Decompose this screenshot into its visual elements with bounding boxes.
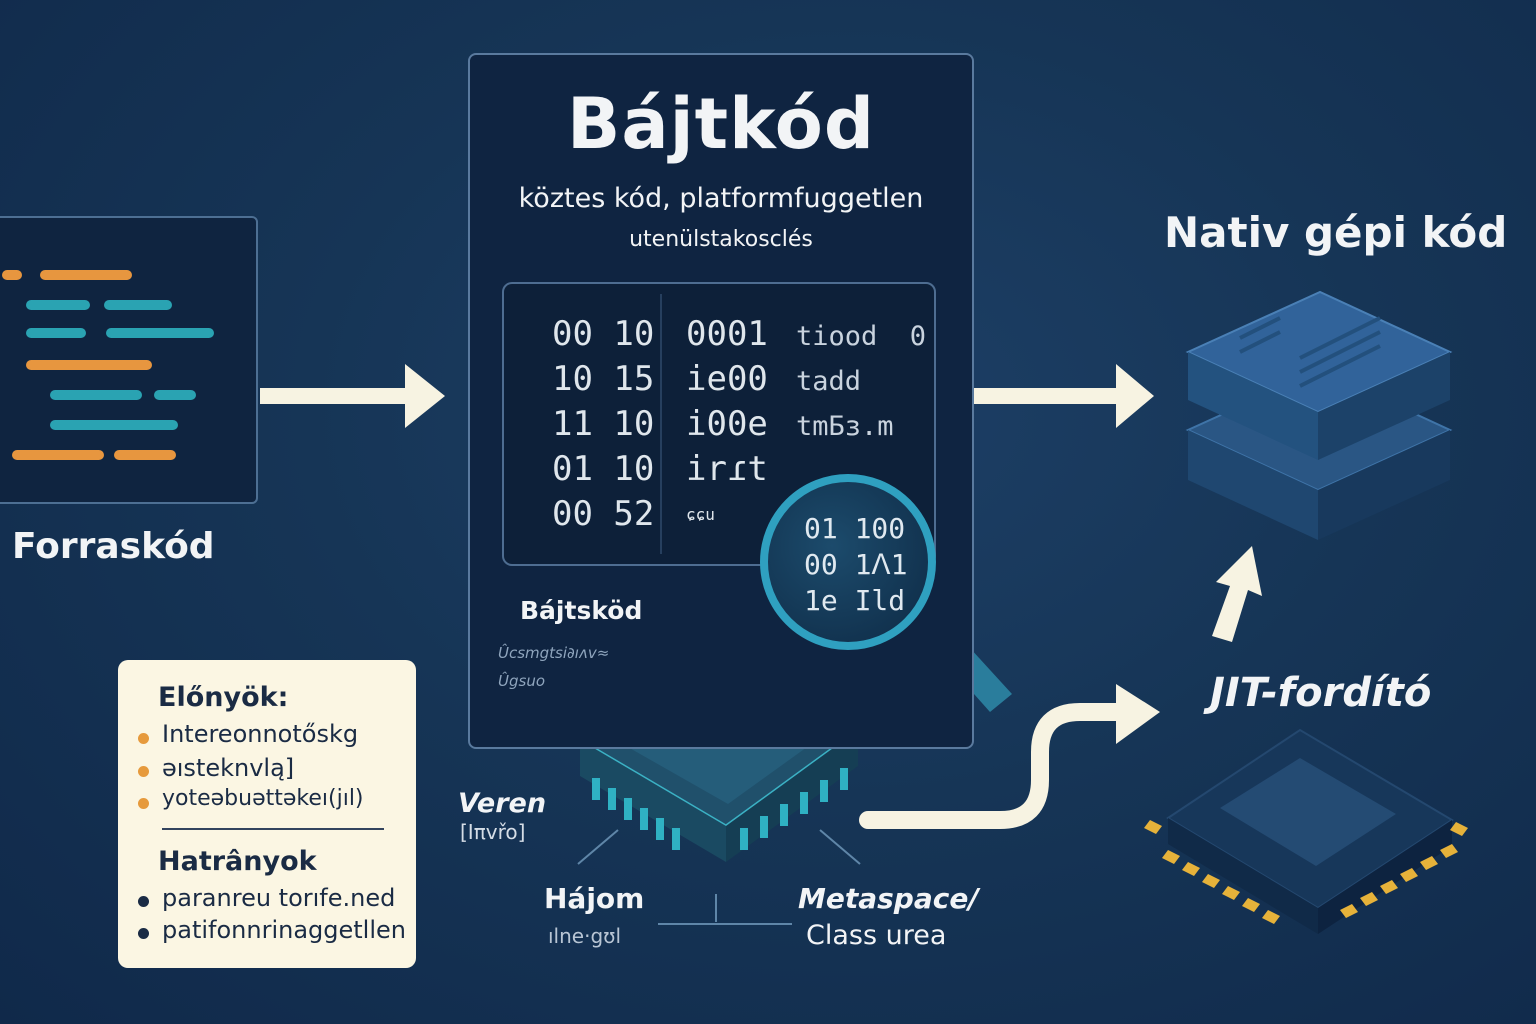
bytecode-note: Ûgsuo	[498, 672, 545, 690]
code-line	[40, 270, 132, 280]
bullet-icon	[138, 798, 149, 809]
bytecode-instruction: tiood 0	[796, 321, 927, 352]
heap-sublabel: ılne·gʊl	[548, 924, 622, 948]
jit-chip-icon	[1144, 728, 1468, 934]
bytecode-value: ie00	[686, 359, 768, 399]
magnifier-icon: 01 100 00 1ᐱ1 1e Ild	[760, 474, 936, 650]
bytecode-value: 01 10	[552, 449, 655, 489]
magnified-value: 00 1ᐱ1	[804, 548, 908, 581]
jit-compiler-label: JIT-fordító	[1210, 670, 1432, 716]
code-line	[26, 300, 90, 310]
bytecode-value: irɾt	[686, 449, 768, 489]
card-divider	[162, 828, 384, 830]
bytecode-column-3: tiood 0 tadd tmБз.m	[796, 314, 926, 449]
bytecode-instruction: tadd	[796, 366, 862, 397]
bullet-icon	[138, 928, 149, 939]
code-line	[114, 450, 176, 460]
code-line	[50, 390, 142, 400]
code-line	[26, 328, 86, 338]
bytecode-value: 00 52	[552, 494, 655, 534]
code-line	[154, 390, 196, 400]
bytecode-title: Bájtkód	[567, 83, 875, 165]
magnified-value: 01 100	[804, 512, 906, 545]
pros-title: Előnyök:	[158, 682, 289, 713]
pros-item: əısteknvlą]	[162, 754, 295, 782]
bytecode-value: 10 15	[552, 359, 655, 399]
code-line	[50, 420, 178, 430]
bytecode-note: Ûcsmgtsi∂ıʌv≈	[498, 644, 610, 662]
jvm-connectors	[577, 829, 861, 925]
bullet-icon	[138, 896, 149, 907]
class-area-label: Class urea	[806, 920, 947, 951]
code-line	[26, 360, 152, 370]
cons-item: paranreu torıfe.ned	[162, 884, 396, 912]
bullet-icon	[138, 733, 149, 744]
bytecode-value: ɕɕu	[686, 505, 715, 524]
native-stack-icon	[1185, 290, 1453, 540]
heap-label: Hájom	[544, 882, 645, 915]
bytecode-value: 11 10	[552, 404, 655, 444]
pros-cons-card: Előnyök: Intereonnotőskg əısteknvlą] yot…	[118, 660, 416, 968]
arrow-jvm-to-jit	[859, 684, 1160, 829]
bytecode-subtitle-2: utenülstakosclés	[629, 227, 813, 252]
source-code-panel	[0, 216, 258, 504]
pros-item: yoteəbuəttəkeı(jıl)	[162, 786, 364, 811]
bullet-icon	[138, 766, 149, 777]
bytecode-instruction: tmБз.m	[796, 411, 894, 442]
code-line	[106, 328, 214, 338]
magnified-value: 1e Ild	[804, 584, 906, 617]
pros-item: Intereonnotőskg	[162, 720, 359, 748]
bytecode-subtitle: köztes kód, platformfuggetlen	[518, 183, 924, 214]
arrow-bytecode-to-native	[972, 364, 1154, 428]
bytecode-column-1: 00 10 10 15 11 10 01 10 00 52	[552, 312, 654, 537]
arrow-jit-to-native	[1212, 546, 1262, 642]
metaspace-label: Metaspace/	[798, 882, 979, 915]
bytecode-small-label: Bájtsköd	[520, 596, 643, 625]
bytecode-value: 00 10	[552, 314, 655, 354]
stack-sublabel: [Iπvřo]	[460, 820, 526, 844]
native-code-label: Nativ gépi kód	[1164, 208, 1508, 257]
cons-item: patifonnrinaggetllen	[162, 916, 406, 944]
code-line	[12, 450, 104, 460]
source-code-label: Forraskód	[12, 526, 215, 567]
bytecode-value: 0001	[686, 314, 768, 354]
stack-label: Veren	[458, 788, 547, 819]
bytecode-value: i00e	[686, 404, 768, 444]
bytecode-column-2: 0001 ie00 i00e irɾt ɕɕu	[686, 312, 768, 537]
arrow-source-to-bytecode	[260, 364, 445, 428]
cons-title: Hatrânyok	[158, 846, 317, 877]
divider	[660, 294, 662, 554]
code-line	[104, 300, 172, 310]
code-line	[2, 270, 22, 280]
